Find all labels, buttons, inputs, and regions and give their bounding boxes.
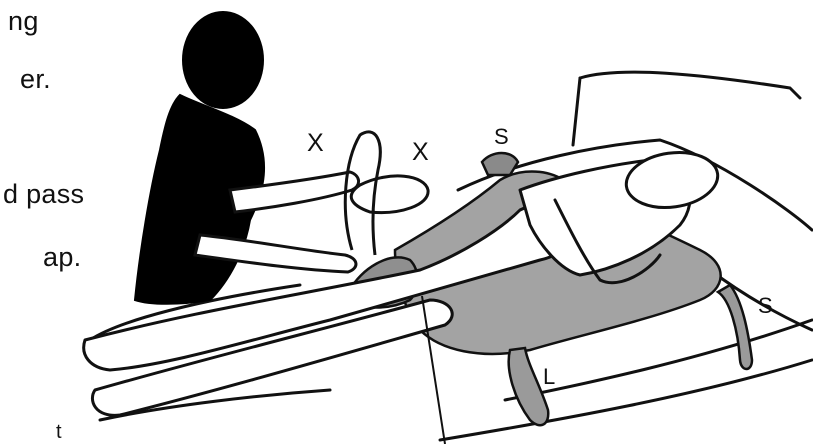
caregiver bbox=[135, 12, 359, 304]
instruction-line-3: d pass bbox=[3, 179, 84, 210]
headboard bbox=[580, 72, 800, 98]
instruction-line-5: t bbox=[56, 421, 62, 444]
instruction-line-1: ng bbox=[8, 6, 39, 37]
marker-l-leg: L bbox=[543, 366, 555, 388]
headboard-side bbox=[573, 78, 580, 145]
instruction-line-4: ap. bbox=[43, 242, 81, 273]
instruction-text: ng er. d pass ap. t bbox=[0, 0, 135, 444]
instruction-line-2: er. bbox=[20, 64, 51, 95]
marker-s-side: S bbox=[758, 295, 773, 317]
bed-bottom-edge bbox=[440, 360, 812, 440]
caregiver-head bbox=[183, 12, 263, 108]
loop-figure bbox=[351, 176, 428, 213]
marker-x-right: X bbox=[412, 140, 429, 165]
sling-head-strap bbox=[482, 153, 518, 175]
marker-x-left: X bbox=[307, 131, 324, 156]
marker-s-head: S bbox=[494, 126, 509, 148]
sling-side-strap bbox=[718, 285, 752, 369]
